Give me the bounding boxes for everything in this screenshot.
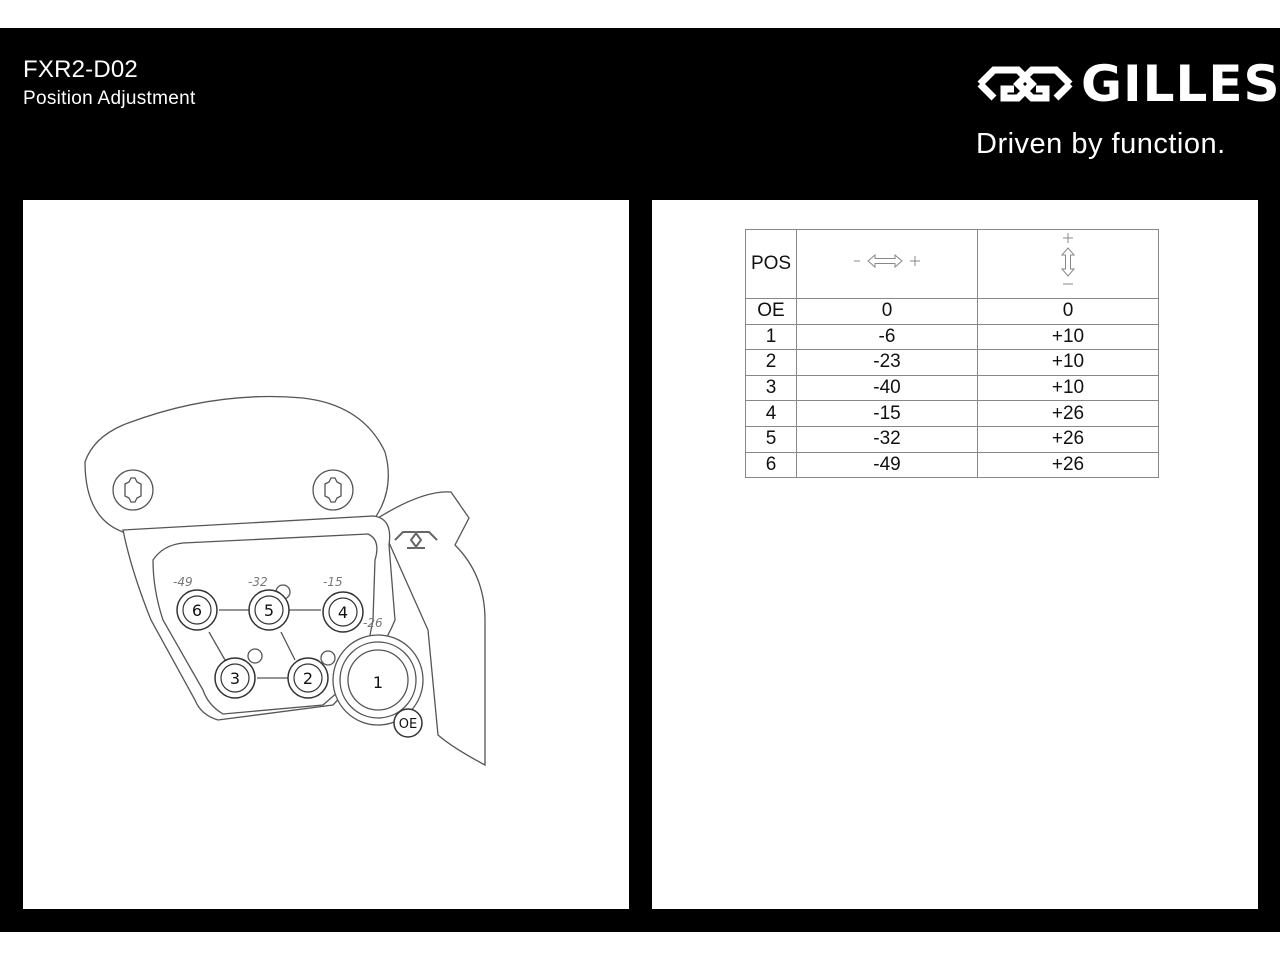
header-pos: POS xyxy=(745,229,797,299)
position-marker-6: 6 xyxy=(176,589,218,631)
hole xyxy=(247,648,263,664)
position-marker-1: 1 xyxy=(373,673,383,692)
header-vertical xyxy=(977,229,1159,299)
cell-horizontal: -6 xyxy=(796,323,978,351)
cell-pos: 3 xyxy=(745,374,797,402)
cell-vertical: +10 xyxy=(977,323,1159,351)
document-code: FXR2-D02 xyxy=(23,56,138,83)
table-row: 3 -40 +10 xyxy=(745,374,1159,402)
table-row: 6 -49 +26 xyxy=(745,451,1159,479)
gilles-logo-icon xyxy=(977,66,1073,102)
drawing-panel: -49 -32 -15 -26 6 5 xyxy=(23,200,629,909)
footrest-bracket-drawing: -49 -32 -15 -26 6 5 xyxy=(84,395,486,767)
table-row: 2 -23 +10 xyxy=(745,349,1159,376)
cell-horizontal: -15 xyxy=(796,400,978,427)
scale-label: -26 xyxy=(363,616,383,630)
torx-left-icon xyxy=(124,477,142,503)
position-table: POS xyxy=(745,229,1159,479)
position-marker-2: 2 xyxy=(287,657,329,699)
cell-vertical: +10 xyxy=(977,349,1159,376)
svg-text:4: 4 xyxy=(338,603,348,622)
cell-vertical: +26 xyxy=(977,400,1159,427)
table-header-row: POS xyxy=(745,229,1159,299)
cell-horizontal: -49 xyxy=(796,451,978,479)
scale-label: -32 xyxy=(248,575,268,589)
cell-horizontal: -23 xyxy=(796,349,978,376)
svg-text:3: 3 xyxy=(230,669,240,688)
cell-pos: 2 xyxy=(745,349,797,376)
brand-tagline: Driven by function. xyxy=(976,128,1226,160)
cell-pos: 5 xyxy=(745,425,797,453)
svg-text:1: 1 xyxy=(373,673,383,692)
horizontal-arrow-icon xyxy=(854,253,920,268)
cell-horizontal: -32 xyxy=(796,425,978,453)
mounting-plate xyxy=(84,395,389,533)
boss-inner xyxy=(347,649,409,711)
table-row: 1 -6 +10 xyxy=(745,323,1159,351)
title-block: FXR2-D02 Position Adjustment GILLES Driv… xyxy=(0,28,1280,932)
position-marker-3: 3 xyxy=(214,657,256,699)
brand-name: GILLES xyxy=(1081,55,1280,113)
cell-vertical: +26 xyxy=(977,425,1159,453)
svg-text:2: 2 xyxy=(303,669,313,688)
scale-label: -15 xyxy=(323,575,343,589)
table-row: 4 -15 +26 xyxy=(745,400,1159,427)
bolt-left xyxy=(112,469,154,511)
svg-text:OE: OE xyxy=(399,717,417,732)
cell-pos: 1 xyxy=(745,323,797,351)
cell-vertical: +10 xyxy=(977,374,1159,402)
side-flange xyxy=(377,491,486,767)
cell-pos: OE xyxy=(745,298,797,325)
cell-horizontal: 0 xyxy=(796,298,978,325)
cell-pos: 4 xyxy=(745,400,797,427)
cell-vertical: +26 xyxy=(977,451,1159,479)
hole xyxy=(320,650,336,666)
svg-text:6: 6 xyxy=(192,601,202,620)
document-subtitle: Position Adjustment xyxy=(23,88,196,109)
scale-label: -49 xyxy=(173,575,193,589)
position-marker-4: 4 xyxy=(322,591,364,633)
table-row: 5 -32 +26 xyxy=(745,425,1159,453)
vertical-arrow-icon xyxy=(1060,232,1076,284)
flange-logo-icon xyxy=(394,531,438,549)
cell-horizontal: -40 xyxy=(796,374,978,402)
cell-pos: 6 xyxy=(745,451,797,479)
svg-text:5: 5 xyxy=(264,601,274,620)
cell-vertical: 0 xyxy=(977,298,1159,325)
position-marker-5: 5 xyxy=(248,589,290,631)
bolt-right xyxy=(312,469,354,511)
table-panel: POS xyxy=(652,200,1258,909)
brand-block: GILLES Driven by function. xyxy=(974,56,1280,166)
torx-right-icon xyxy=(324,477,342,503)
table-row: OE 0 0 xyxy=(745,298,1159,325)
position-marker-oe: OE xyxy=(393,708,423,738)
header-horizontal xyxy=(796,229,978,299)
